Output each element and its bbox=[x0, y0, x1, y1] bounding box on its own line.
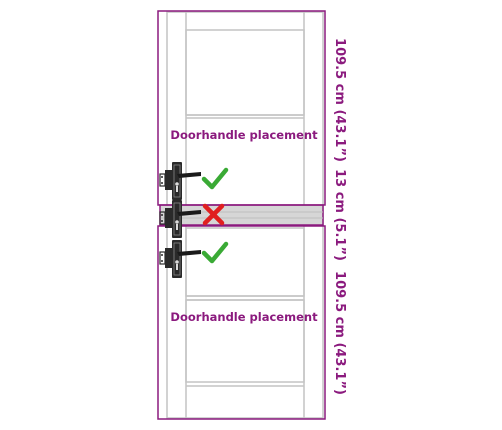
zone-top-frame bbox=[157, 10, 326, 206]
check-icon-bottom bbox=[201, 241, 229, 264]
zone-middle-dimension: 13 cm (5.1”) bbox=[332, 169, 347, 261]
door-panel-bottom bbox=[185, 299, 305, 383]
check-icon-top bbox=[201, 167, 229, 190]
door-panel-top bbox=[185, 29, 305, 116]
zone-top-dimension: 109.5 cm (43.1”) bbox=[332, 38, 347, 162]
door-panel-lower bbox=[185, 227, 305, 297]
door-handle-icon-top bbox=[159, 161, 202, 201]
cross-icon-middle bbox=[202, 203, 225, 226]
door-handle-icon-bottom bbox=[159, 239, 202, 279]
zone-bottom-dimension: 109.5 cm (43.1”) bbox=[332, 271, 347, 395]
door bbox=[166, 11, 324, 419]
zone-bottom-label: Doorhandle placement bbox=[170, 310, 318, 324]
zone-bottom-frame bbox=[157, 225, 326, 420]
zone-top-label: Doorhandle placement bbox=[170, 128, 318, 142]
